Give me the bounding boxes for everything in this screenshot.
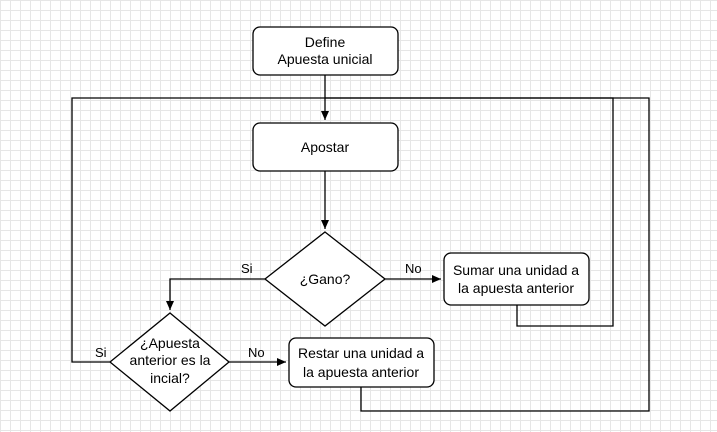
node-restar-line1: Restar una unidad a: [298, 345, 424, 361]
node-gano-decision: ¿Gano?: [263, 231, 387, 327]
edge-label-inicial-no: No: [248, 345, 265, 360]
node-apuesta-inicial-line2: anterior es la: [130, 352, 211, 368]
node-sumar-unidad: Sumar una unidad a la apuesta anterior: [443, 252, 590, 306]
node-define-apuesta: Define Apuesta unicial: [252, 26, 399, 76]
node-sumar-line1: Sumar una unidad a: [453, 262, 579, 278]
node-sumar-line2: la apuesta anterior: [458, 280, 574, 296]
node-apostar-label: Apostar: [301, 139, 350, 155]
node-apostar: Apostar: [252, 122, 399, 172]
node-apuesta-inicial-line3: incial?: [150, 370, 190, 386]
edge-label-gano-si: Si: [241, 261, 253, 276]
node-apuesta-inicial-line1: ¿Apuesta: [140, 335, 200, 351]
edge-apuesta-inicial-si-loop: [71, 97, 325, 363]
edge-gano-si-to-apuesta-inicial: [166, 278, 265, 310]
edge-label-gano-no: No: [405, 261, 422, 276]
node-restar-line2: la apuesta anterior: [303, 364, 419, 380]
node-define-line1: Define: [305, 34, 346, 50]
node-gano-label: ¿Gano?: [300, 271, 351, 287]
node-apuesta-inicial-decision: ¿Apuesta anterior es la incial?: [108, 312, 231, 412]
node-define-line2: Apuesta unicial: [278, 51, 373, 67]
edge-restar-loop: [325, 97, 650, 412]
edge-label-inicial-si: Si: [95, 345, 107, 360]
node-restar-unidad: Restar una unidad a la apuesta anterior: [288, 337, 435, 388]
